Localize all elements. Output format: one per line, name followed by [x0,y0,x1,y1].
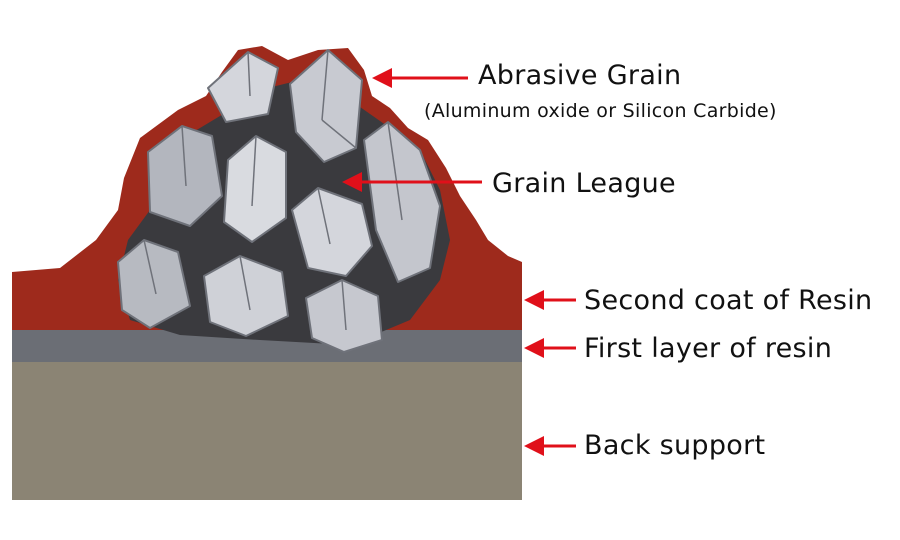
grain [363,121,441,283]
first-layer-label: First layer of resin [584,333,833,364]
abrasive-grain-detail-label: (Aluminum oxide or Silicon Carbide) [424,100,777,122]
abrasive-grains [117,49,441,353]
second-coat-label: Second coat of Resin [584,285,873,316]
grain [207,51,279,123]
abrasive-grain-label: Abrasive Grain [478,60,682,91]
pointer-arrows [342,68,576,456]
first-resin-layer [12,328,522,362]
back-support-layer [12,362,522,500]
back-support-label: Back support [584,430,766,461]
grain-league-label: Grain League [492,168,676,199]
